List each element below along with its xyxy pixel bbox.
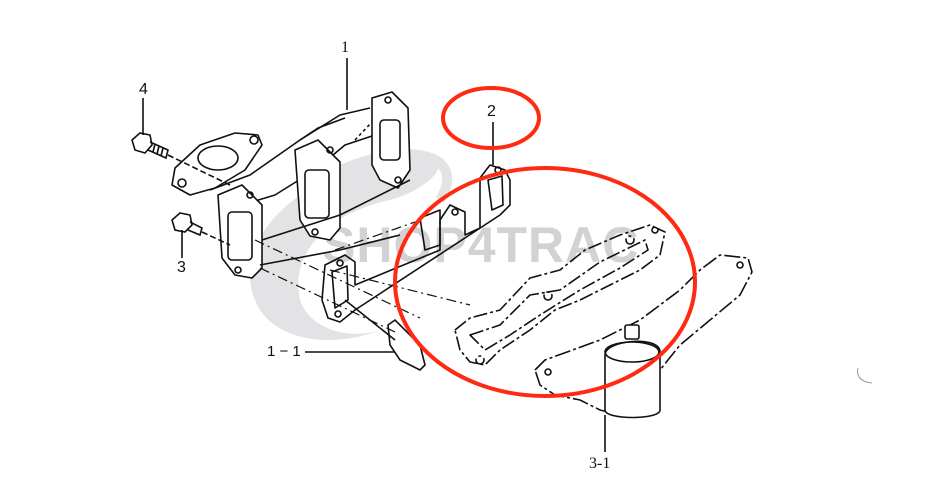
highlight-callout-2	[441, 86, 541, 150]
part-3-bolt	[171, 212, 231, 258]
large-exhaust-gasket	[454, 224, 666, 366]
part-3-1-manifold	[534, 254, 753, 452]
highlight-circles	[393, 86, 697, 398]
watermark-logo: SHOP4TRAC	[249, 149, 638, 340]
part-4-bolt	[131, 98, 231, 186]
scan-artifact	[857, 367, 873, 384]
callout-1-1: 1 − 1	[267, 343, 301, 360]
callout-4: 4	[139, 81, 148, 98]
callout-3-1: 3-1	[589, 455, 611, 472]
callout-2: 2	[487, 103, 496, 120]
highlight-gasket-area	[393, 166, 697, 398]
part-1-exhaust-manifold	[171, 91, 411, 279]
part-1-1-plate	[305, 299, 426, 371]
callout-3: 3	[177, 259, 186, 276]
callout-1: 1	[341, 39, 349, 56]
